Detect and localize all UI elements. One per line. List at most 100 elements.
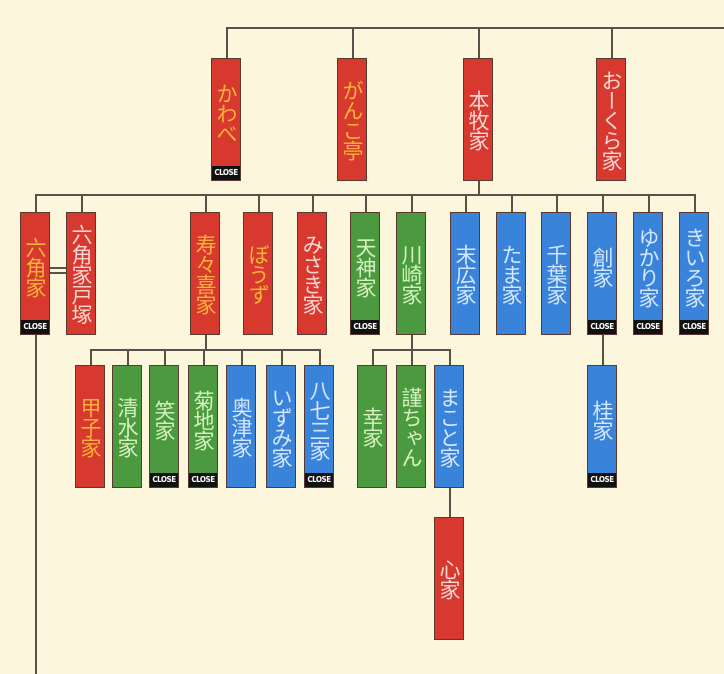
node-label: 菊地家	[191, 389, 215, 450]
node-misaki[interactable]: みさき家	[297, 212, 327, 335]
node-kou[interactable]: 幸家	[357, 365, 387, 488]
node-label: いずみ家	[269, 386, 293, 467]
node-kikuchi[interactable]: 菊地家 CLOSE	[188, 365, 218, 488]
node-label: たま家	[499, 243, 523, 304]
close-badge: CLOSE	[212, 166, 240, 180]
node-yukari[interactable]: ゆかり家 CLOSE	[633, 212, 663, 335]
connector-line	[81, 194, 83, 212]
connector-line	[611, 27, 613, 58]
node-gankotei[interactable]: がんこ亭	[337, 58, 367, 181]
node-label: 笑家	[152, 399, 176, 440]
connector-line	[226, 27, 228, 58]
connector-line	[449, 488, 451, 517]
close-badge: CLOSE	[189, 473, 217, 487]
node-warai[interactable]: 笑家 CLOSE	[149, 365, 179, 488]
node-label: ゆかり家	[636, 226, 660, 307]
connector-line	[449, 349, 451, 365]
connector-line	[127, 349, 129, 365]
node-koshi[interactable]: 甲子家	[75, 365, 105, 488]
connector-line	[411, 194, 413, 212]
node-label: みさき家	[300, 233, 324, 314]
connector-line	[602, 335, 604, 365]
connector-line	[258, 194, 260, 212]
connector-line	[241, 349, 243, 365]
node-label: きいろ家	[682, 226, 706, 307]
node-katsura[interactable]: 桂家 CLOSE	[587, 365, 617, 488]
connector-line	[694, 194, 696, 212]
node-label: 桂家	[590, 399, 614, 440]
close-badge: CLOSE	[150, 473, 178, 487]
connector-line	[411, 335, 413, 350]
close-badge: CLOSE	[588, 473, 616, 487]
connector-line	[164, 349, 166, 365]
node-label: 幸家	[360, 406, 384, 447]
node-label: 甲子家	[78, 396, 102, 457]
node-kinchan[interactable]: 謹ちゃん	[396, 365, 426, 488]
node-label: 八七三家	[307, 379, 331, 460]
connector-line	[411, 349, 413, 365]
node-label: 心家	[437, 558, 461, 599]
top-branch-line	[226, 27, 724, 29]
connector-line	[312, 194, 314, 212]
node-bouzu[interactable]: ぼうず	[243, 212, 273, 335]
node-label: 千葉家	[544, 243, 568, 304]
close-badge: CLOSE	[351, 320, 379, 334]
node-label: 清水家	[115, 396, 139, 457]
node-suehiro[interactable]: 末広家	[450, 212, 480, 335]
node-suzuki[interactable]: 寿々喜家	[190, 212, 220, 335]
connector-line	[352, 27, 354, 58]
node-kawabe[interactable]: かわべ CLOSE	[211, 58, 241, 181]
connector-line	[203, 349, 205, 365]
node-label: がんこ亭	[340, 79, 364, 160]
node-izumi[interactable]: いずみ家	[266, 365, 296, 488]
connector-line	[465, 194, 467, 212]
node-label: 謹ちゃん	[399, 386, 423, 467]
node-label: 六角家	[23, 236, 47, 297]
node-label: まこと家	[437, 386, 461, 467]
node-label: おーくら家	[599, 69, 623, 170]
connector-line	[365, 194, 367, 212]
node-label: 六角家戸塚	[69, 223, 93, 324]
node-label: かわべ	[214, 82, 238, 143]
node-tama[interactable]: たま家	[496, 212, 526, 335]
connector-line	[478, 181, 480, 195]
connector-line	[319, 349, 321, 365]
close-badge: CLOSE	[305, 473, 333, 487]
connector-line	[511, 194, 513, 212]
node-label: 創家	[590, 246, 614, 287]
connector-line	[602, 194, 604, 212]
node-label: ぼうず	[246, 243, 270, 304]
node-hajime[interactable]: 創家 CLOSE	[587, 212, 617, 335]
connector-line	[205, 335, 207, 350]
honmoku-branch-line	[35, 194, 694, 196]
node-shimizu[interactable]: 清水家	[112, 365, 142, 488]
node-kawasaki[interactable]: 川崎家	[396, 212, 426, 335]
node-honmoku[interactable]: 本牧家	[463, 58, 493, 181]
node-rokkaku-totsuka[interactable]: 六角家戸塚	[66, 212, 96, 335]
connector-line	[372, 349, 374, 365]
rokkaku-lineage-line	[35, 335, 37, 674]
node-chiba[interactable]: 千葉家	[541, 212, 571, 335]
node-okutsu[interactable]: 奥津家	[226, 365, 256, 488]
node-label: 寿々喜家	[193, 233, 217, 314]
node-ookura[interactable]: おーくら家	[596, 58, 626, 181]
node-label: 天神家	[353, 236, 377, 297]
close-badge: CLOSE	[680, 320, 708, 334]
node-label: 末広家	[453, 243, 477, 304]
connector-line	[35, 194, 37, 212]
branch-relation-double-line	[50, 267, 66, 269]
node-makoto[interactable]: まこと家	[434, 365, 464, 488]
node-tenjin[interactable]: 天神家 CLOSE	[350, 212, 380, 335]
close-badge: CLOSE	[588, 320, 616, 334]
connector-line	[205, 194, 207, 212]
node-label: 川崎家	[399, 243, 423, 304]
close-badge: CLOSE	[634, 320, 662, 334]
node-hanamizo[interactable]: 八七三家 CLOSE	[304, 365, 334, 488]
connector-line	[556, 194, 558, 212]
node-shin[interactable]: 心家	[434, 517, 464, 640]
node-kiiro[interactable]: きいろ家 CLOSE	[679, 212, 709, 335]
connector-line	[648, 194, 650, 212]
node-label: 本牧家	[466, 89, 490, 150]
connector-line	[478, 27, 480, 58]
